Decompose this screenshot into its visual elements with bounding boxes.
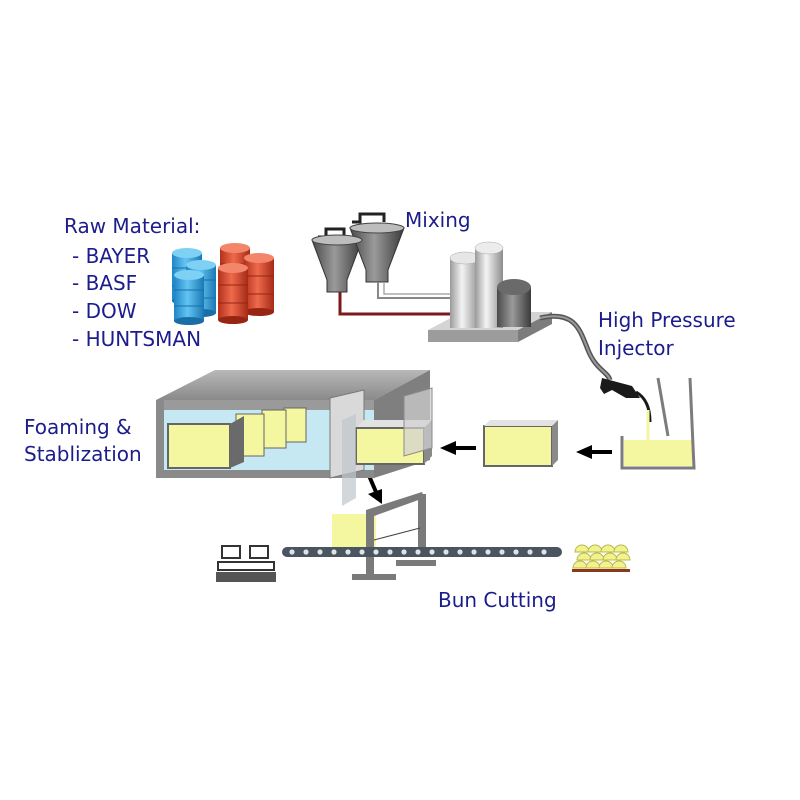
pipe-gray xyxy=(383,282,450,295)
conveyor-roller xyxy=(387,549,393,555)
pour-trough-icon xyxy=(620,377,696,470)
pipe-gray xyxy=(377,282,450,299)
bun-tray xyxy=(572,569,630,572)
conveyor-roller xyxy=(401,549,407,555)
supplier-huntsman: - HUNTSMAN xyxy=(72,327,202,351)
conveyor-roller xyxy=(499,549,505,555)
conveyor-roller xyxy=(303,549,309,555)
cut-bun-piece xyxy=(611,560,627,569)
conveyor-roller xyxy=(317,549,323,555)
bun-cutting-label: Bun Cutting xyxy=(438,588,557,612)
drum-red-icon xyxy=(244,253,274,316)
conveyor-roller xyxy=(373,549,379,555)
conveyor-roller xyxy=(513,549,519,555)
dark-tank-icon xyxy=(497,279,531,327)
supplier-dow: - DOW xyxy=(72,299,137,323)
arrow-left-icon xyxy=(440,441,476,455)
foaming-label-line1: Foaming & xyxy=(24,415,132,439)
drum-icon-group xyxy=(172,243,274,325)
cut-bun-piece xyxy=(615,552,631,561)
injector-label-line2: Injector xyxy=(598,336,674,360)
arrow-left-icon xyxy=(576,445,612,459)
foam-block-icon xyxy=(483,420,558,467)
injector-label-line1: High Pressure xyxy=(598,308,736,332)
control-station-icon xyxy=(216,545,276,582)
drum-blue-icon xyxy=(174,270,204,325)
cut-bun-piece xyxy=(576,552,592,561)
cut-bun-piece xyxy=(574,544,590,553)
supplier-basf: - BASF xyxy=(72,271,138,295)
conveyor-roller xyxy=(443,549,449,555)
conveyor-roller xyxy=(331,549,337,555)
drum-red-icon xyxy=(218,263,248,324)
cut-bun-piece xyxy=(589,552,605,561)
raw-material-title: Raw Material: xyxy=(64,214,201,238)
conveyor-roller xyxy=(541,549,547,555)
bun-cutter-icon xyxy=(332,492,436,580)
cut-buns-icon xyxy=(572,544,631,572)
pipe-red xyxy=(338,292,450,316)
conveyor-roller xyxy=(429,549,435,555)
conveyor-roller xyxy=(359,549,365,555)
mixing-hopper-icon xyxy=(311,212,405,293)
cut-bun-piece xyxy=(587,544,603,553)
mixing-label: Mixing xyxy=(405,208,471,232)
cut-bun-piece xyxy=(613,544,629,553)
conveyor-roller xyxy=(527,549,533,555)
cut-bun-piece xyxy=(585,560,601,569)
injector-gun-icon xyxy=(600,378,652,423)
foaming-label-line2: Stablization xyxy=(24,442,142,466)
supplier-bayer: - BAYER xyxy=(72,244,151,268)
conveyor-roller xyxy=(457,549,463,555)
cut-bun-piece xyxy=(600,544,616,553)
cut-bun-piece xyxy=(602,552,618,561)
conveyor-roller xyxy=(289,549,295,555)
exit-flap xyxy=(403,387,433,457)
conveyor-roller xyxy=(415,549,421,555)
conveyor-roller xyxy=(471,549,477,555)
conveyor-roller xyxy=(345,549,351,555)
conveyor-roller xyxy=(485,549,491,555)
conveyor-belt xyxy=(282,547,562,557)
cut-bun-piece xyxy=(572,560,588,569)
cut-bun-piece xyxy=(598,560,614,569)
exit-curtain xyxy=(342,414,356,506)
